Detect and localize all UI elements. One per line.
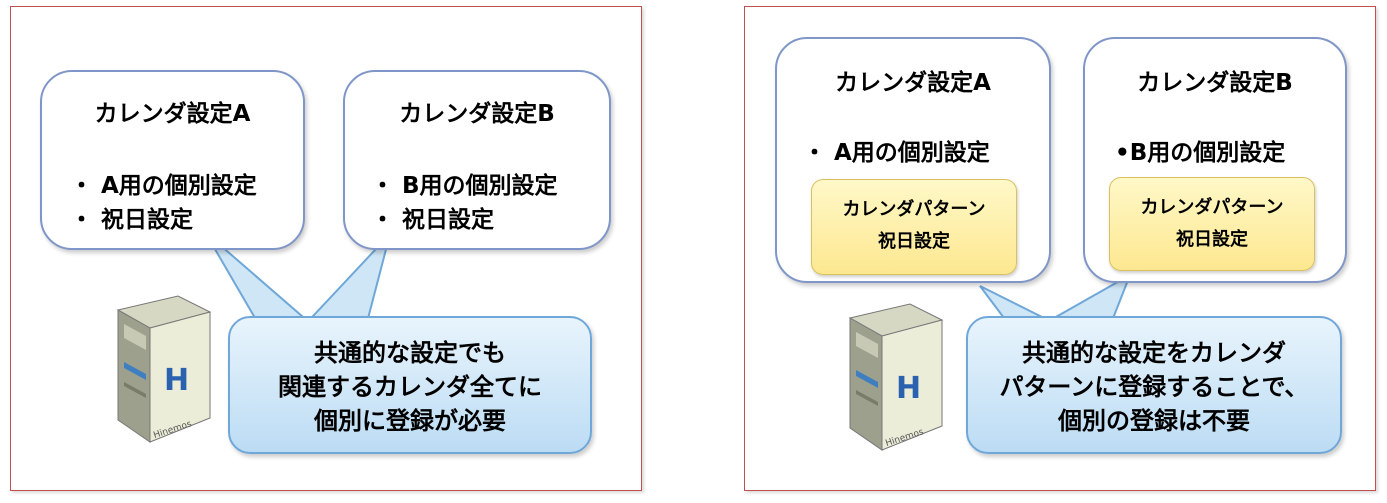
bubble-line: パターンに登録することで、 bbox=[999, 373, 1309, 401]
bubble-line: 共通的な設定をカレンダ bbox=[1022, 339, 1286, 367]
bubble-line: 個別の登録は不要 bbox=[1058, 407, 1250, 435]
card-title: カレンダ設定B bbox=[1137, 70, 1293, 96]
hinemos-server-icon: H Hinemos bbox=[116, 295, 212, 443]
calendar-pattern-box: カレンダパターン 祝日設定 bbox=[1109, 177, 1315, 271]
card-line: ・ B用の個別設定 bbox=[371, 173, 558, 199]
right-calendar-a-card: カレンダ設定A ・ A用の個別設定 カレンダパターン 祝日設定 bbox=[775, 37, 1051, 283]
pattern-line: 祝日設定 bbox=[1176, 229, 1248, 250]
calendar-pattern-box: カレンダパターン 祝日設定 bbox=[811, 179, 1017, 275]
right-calendar-b-card: カレンダ設定B •B用の個別設定 カレンダパターン 祝日設定 bbox=[1083, 37, 1347, 283]
card-line: •B用の個別設定 bbox=[1115, 140, 1286, 166]
right-explanation-bubble: 共通的な設定をカレンダ パターンに登録することで、 個別の登録は不要 bbox=[966, 316, 1342, 454]
card-line: ・ A用の個別設定 bbox=[803, 140, 990, 166]
pattern-line: カレンダパターン bbox=[842, 199, 986, 220]
card-line: ・ A用の個別設定 bbox=[70, 173, 257, 199]
pattern-line: カレンダパターン bbox=[1140, 197, 1284, 218]
bubble-line: 関連するカレンダ全てに bbox=[278, 373, 542, 401]
card-title: カレンダ設定A bbox=[835, 70, 991, 96]
card-line: ・ 祝日設定 bbox=[70, 207, 194, 233]
left-explanation-bubble: 共通的な設定でも 関連するカレンダ全てに 個別に登録が必要 bbox=[228, 316, 592, 454]
svg-text:H: H bbox=[164, 363, 189, 398]
hinemos-server-icon: H Hinemos bbox=[848, 303, 944, 451]
card-title: カレンダ設定A bbox=[94, 101, 251, 127]
left-calendar-b-card: カレンダ設定B ・ B用の個別設定 ・ 祝日設定 bbox=[343, 70, 611, 250]
svg-text:H: H bbox=[896, 371, 921, 406]
card-title: カレンダ設定B bbox=[399, 101, 555, 127]
bubble-line: 個別に登録が必要 bbox=[314, 407, 506, 435]
pattern-line: 祝日設定 bbox=[878, 231, 950, 252]
bubble-line: 共通的な設定でも bbox=[314, 339, 506, 367]
left-calendar-a-card: カレンダ設定A ・ A用の個別設定 ・ 祝日設定 bbox=[40, 70, 305, 250]
card-line: ・ 祝日設定 bbox=[371, 207, 495, 233]
